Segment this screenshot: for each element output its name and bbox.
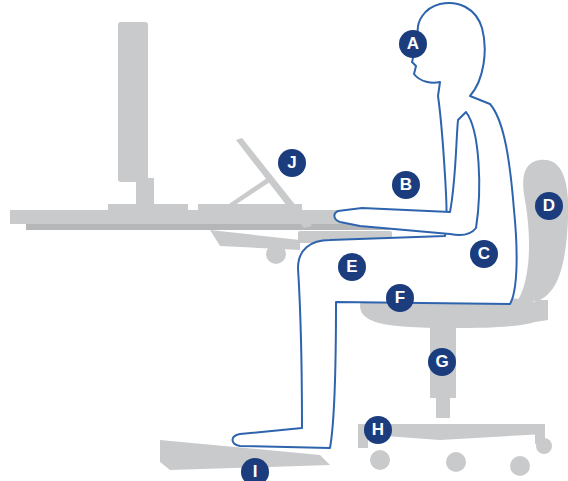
- chair-wheel: [446, 452, 466, 472]
- chair-backrest: [518, 160, 568, 305]
- callout-letter: J: [278, 149, 306, 177]
- callout-letter: D: [535, 192, 563, 220]
- tray-arm: [210, 230, 300, 250]
- callout-letter: B: [392, 171, 420, 199]
- callout-letter: I: [241, 458, 269, 481]
- callout-letter: F: [386, 284, 414, 312]
- monitor-screen: [118, 22, 148, 182]
- callout-letter: H: [364, 416, 392, 444]
- person-arm: [334, 112, 479, 235]
- chair-column: [436, 396, 450, 418]
- callout-letter: A: [399, 30, 427, 58]
- callout-letter: E: [338, 253, 366, 281]
- monitor-stand: [136, 178, 154, 208]
- person-body: [233, 3, 517, 448]
- callout-letter: C: [470, 240, 498, 268]
- chair-wheel: [370, 450, 390, 470]
- desk-edge: [26, 224, 390, 230]
- callout-letter: G: [428, 348, 456, 376]
- tray-knob: [266, 244, 286, 264]
- desk-top: [10, 210, 390, 224]
- laptop-prop: [226, 176, 273, 207]
- chair-wheel: [536, 438, 552, 454]
- laptop-screen: [236, 138, 312, 228]
- chair-wheel: [510, 456, 530, 476]
